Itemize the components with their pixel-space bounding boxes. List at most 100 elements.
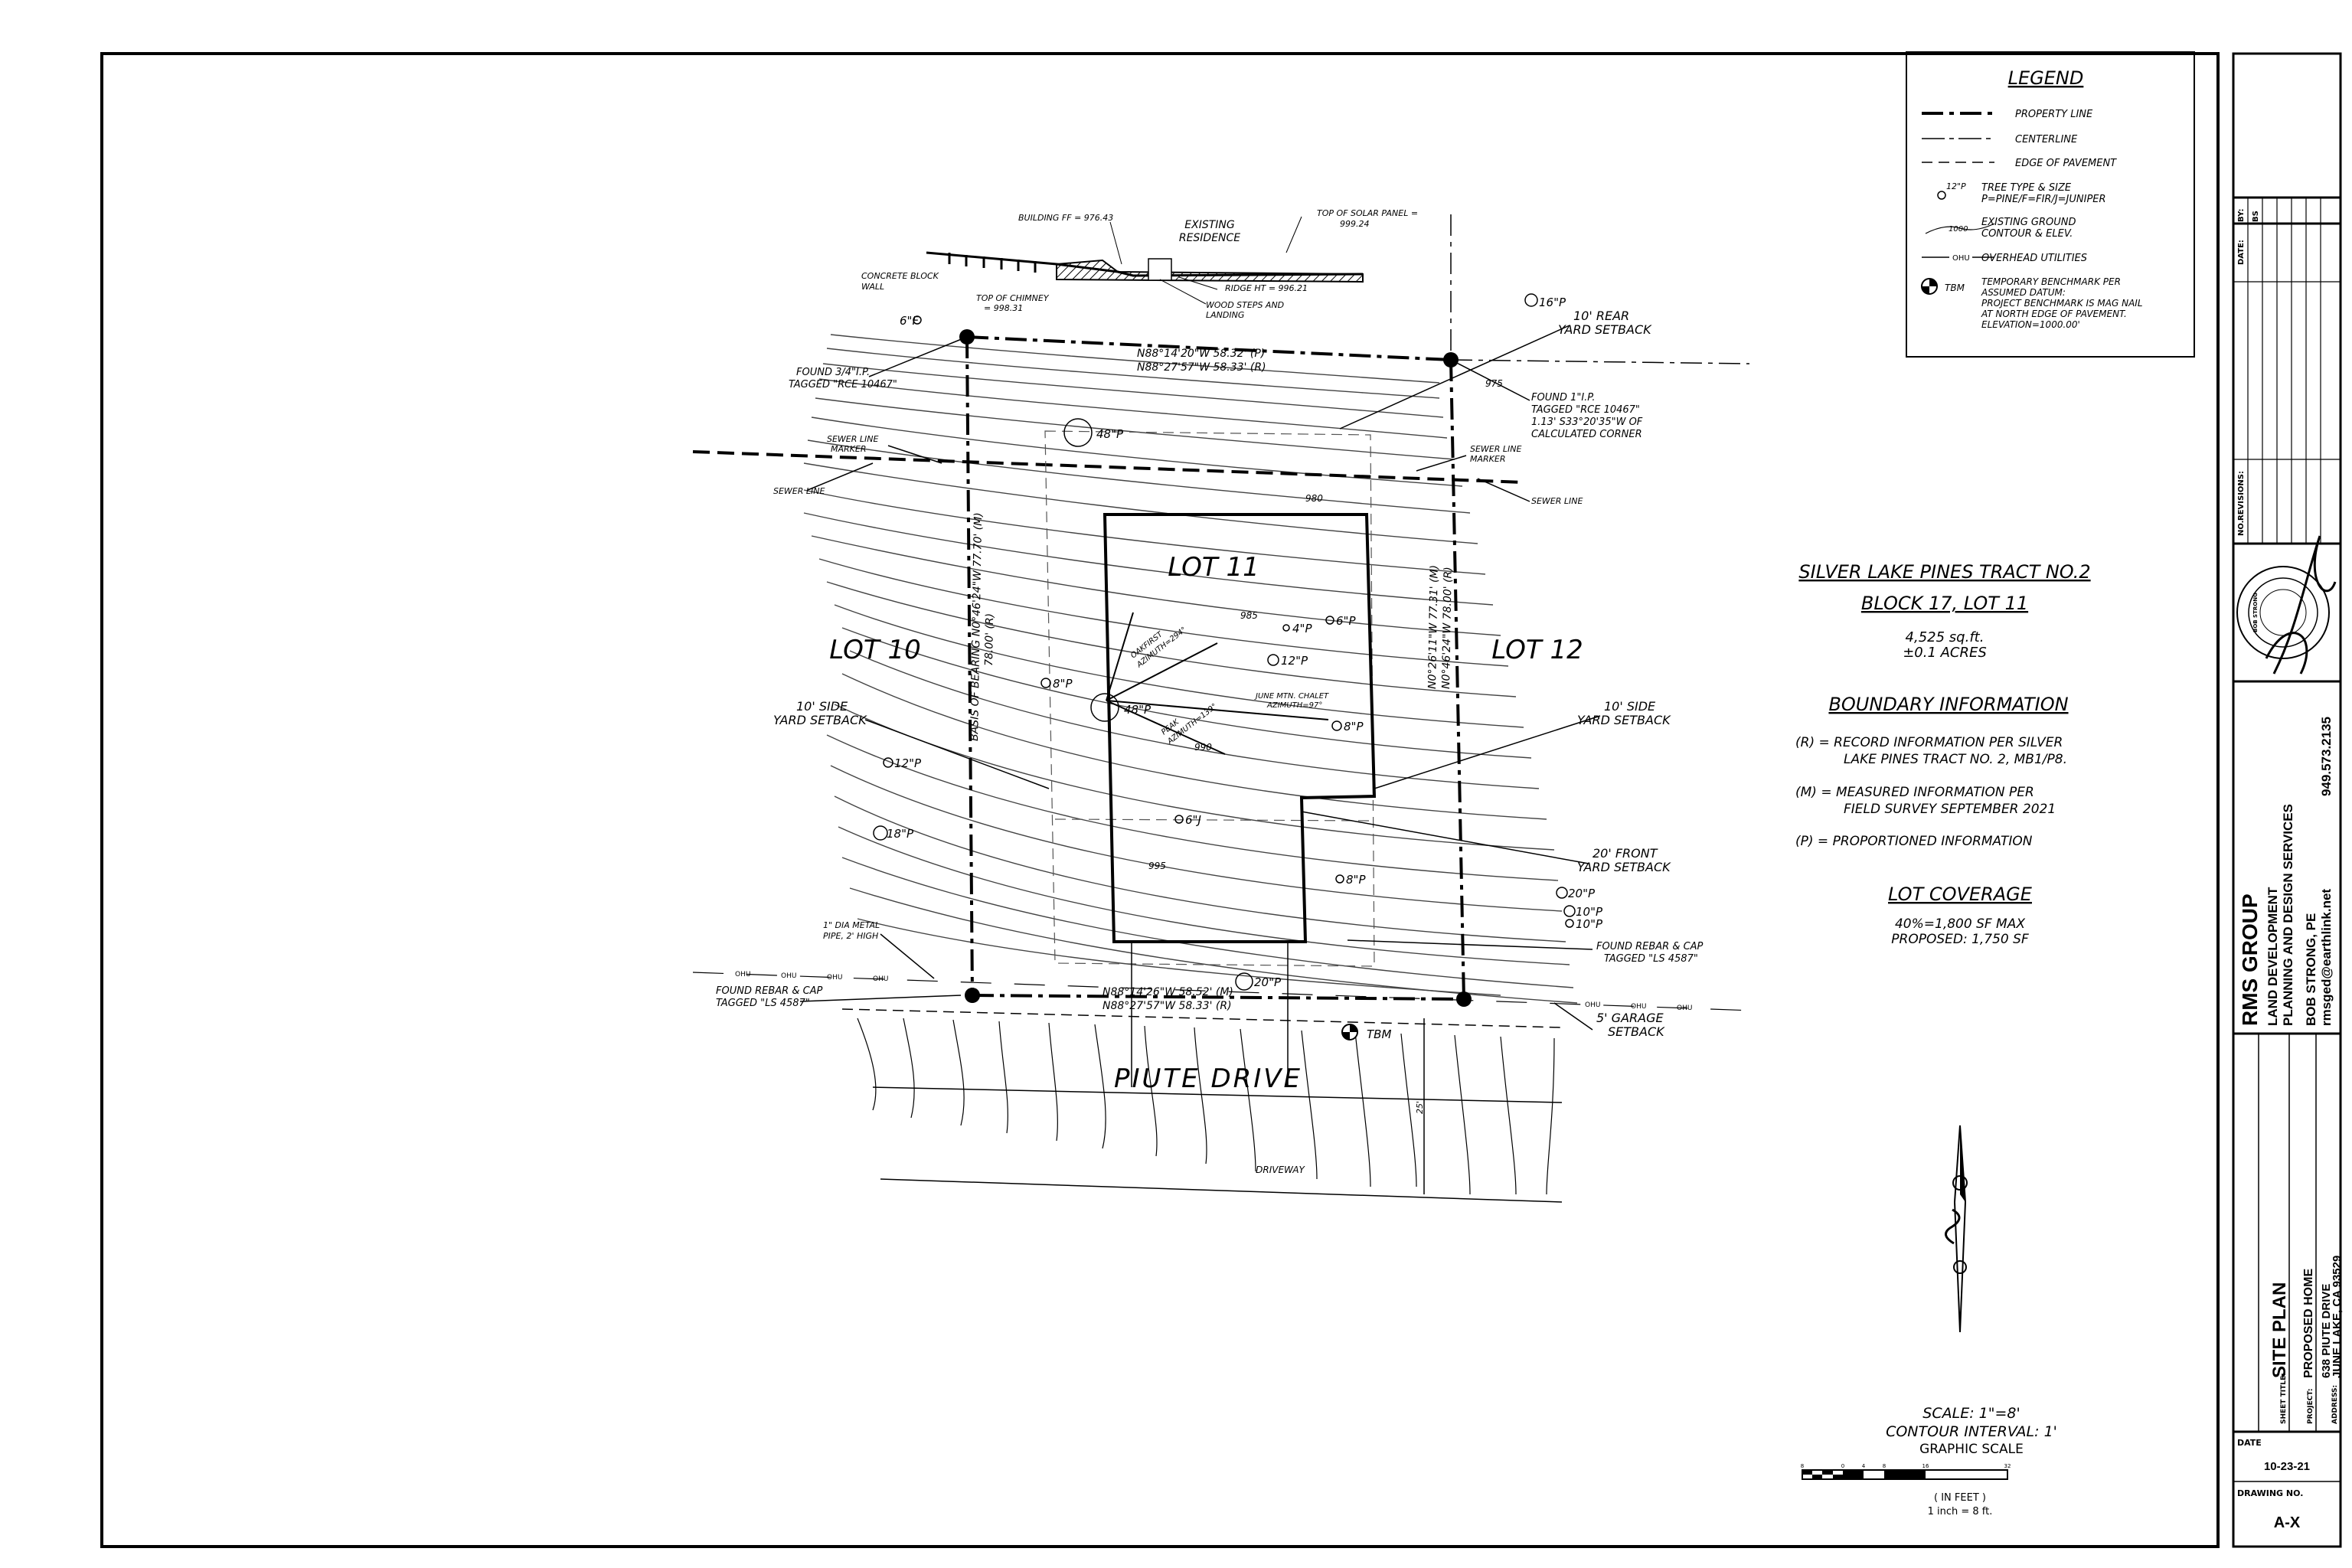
svg-text:EXISTING GROUND: EXISTING GROUND xyxy=(1981,217,2076,228)
driveway-label: DRIVEWAY xyxy=(1256,1165,1305,1175)
svg-text:OHU: OHU xyxy=(781,972,796,980)
svg-text:PIPE, 2' HIGH: PIPE, 2' HIGH xyxy=(823,931,878,941)
svg-text:TAGGED "RCE 10467": TAGGED "RCE 10467" xyxy=(789,379,897,390)
svg-text:4,525 sq.ft.: 4,525 sq.ft. xyxy=(1906,629,1984,645)
svg-text:BOB STRONG, PE: BOB STRONG, PE xyxy=(2304,913,2318,1026)
svg-text:TBM: TBM xyxy=(1945,283,1965,293)
svg-text:TAGGED "LS 4587": TAGGED "LS 4587" xyxy=(1604,953,1698,965)
callout-labels: FOUND 3/4"I.P. TAGGED "RCE 10467" FOUND … xyxy=(716,309,1704,1039)
svg-text:AT NORTH EDGE OF PAVEMENT.: AT NORTH EDGE OF PAVEMENT. xyxy=(1981,309,2127,319)
svg-text:rmsged@earthlink.net: rmsged@earthlink.net xyxy=(2319,889,2334,1026)
svg-text:BASIS OF BEARING N0°46'24"W 7: BASIS OF BEARING N0°46'24"W 77.70' (M) xyxy=(969,512,985,741)
lot-information: SILVER LAKE PINES TRACT NO.2 BLOCK 17, L… xyxy=(1795,561,2091,947)
svg-text:CONCRETE BLOCK: CONCRETE BLOCK xyxy=(861,271,939,281)
svg-text:PLANNING AND DESIGN SERVICES: PLANNING AND DESIGN SERVICES xyxy=(2281,804,2295,1026)
block-lot: BLOCK 17, LOT 11 xyxy=(1861,593,2028,614)
svg-text:TEMPORARY BENCHMARK PER: TEMPORARY BENCHMARK PER xyxy=(1981,276,2121,287)
svg-text:FOUND REBAR & CAP: FOUND REBAR & CAP xyxy=(716,985,823,997)
svg-text:ASSUMED DATUM:: ASSUMED DATUM: xyxy=(1981,287,2066,298)
svg-text:SEWER LINE: SEWER LINE xyxy=(1531,496,1583,506)
svg-text:PROJECT BENCHMARK IS MAG NAIL: PROJECT BENCHMARK IS MAG NAIL xyxy=(1981,298,2143,309)
north-arrow-icon xyxy=(1945,1125,1968,1333)
svg-text:N88°14'26"W 58.52' (M): N88°14'26"W 58.52' (M) xyxy=(1102,986,1233,998)
svg-text:20"P: 20"P xyxy=(1254,975,1282,989)
lot-labels: LOT 11 LOT 10 LOT 12 xyxy=(829,552,1583,665)
svg-text:MARKER: MARKER xyxy=(831,444,866,454)
svg-text:±0.1 ACRES: ±0.1 ACRES xyxy=(1903,645,1987,661)
company-name: RMS GROUP xyxy=(2238,893,2262,1026)
svg-text:10' SIDE: 10' SIDE xyxy=(1604,699,1656,714)
tbm-benchmark-icon xyxy=(1341,1024,1358,1040)
street-name: PIUTE DRIVE xyxy=(1114,1063,1302,1094)
svg-text:OHU: OHU xyxy=(827,974,842,982)
svg-text:FOUND 3/4"I.P.: FOUND 3/4"I.P. xyxy=(796,367,870,378)
svg-text:YARD SETBACK: YARD SETBACK xyxy=(773,713,867,727)
contour-elevations: 975 980 985 990 995 xyxy=(1148,378,1503,871)
svg-text:TAGGED "LS 4587": TAGGED "LS 4587" xyxy=(716,998,810,1009)
svg-text:RIDGE HT = 996.21: RIDGE HT = 996.21 xyxy=(1225,283,1308,293)
svg-text:FIELD SURVEY SEPTEMBER 2021: FIELD SURVEY SEPTEMBER 2021 xyxy=(1844,802,2056,817)
tree-labels: 6"F 16"P 48"P 4"P 6"P 12"P 8"P 48"P 8"P … xyxy=(887,296,1603,989)
svg-text:OVERHEAD UTILITIES: OVERHEAD UTILITIES xyxy=(1981,253,2087,264)
svg-text:48"P: 48"P xyxy=(1124,703,1152,717)
piute-drive-street xyxy=(841,1008,1563,1203)
lot-12-label: LOT 12 xyxy=(1491,635,1583,665)
svg-text:OHU: OHU xyxy=(1585,1001,1600,1009)
svg-text:638 PIUTE DRIVE: 638 PIUTE DRIVE xyxy=(2320,1284,2333,1378)
svg-text:25': 25' xyxy=(1415,1101,1425,1114)
legend-box: LEGEND PROPERTY LINE CENTERLINE EDGE OF … xyxy=(1906,51,2195,358)
svg-text:CONTOUR & ELEV.: CONTOUR & ELEV. xyxy=(1981,228,2073,240)
svg-text:12"P: 12"P xyxy=(894,756,922,770)
svg-text:48"P: 48"P xyxy=(1096,427,1124,441)
svg-text:EXISTING: EXISTING xyxy=(1184,219,1235,231)
svg-text:10"P: 10"P xyxy=(1576,917,1603,931)
svg-text:8: 8 xyxy=(1801,1463,1804,1469)
svg-text:GRAPHIC SCALE: GRAPHIC SCALE xyxy=(1919,1442,2024,1457)
svg-text:BUILDING FF = 976.43: BUILDING FF = 976.43 xyxy=(1018,213,1113,223)
svg-text:OHU: OHU xyxy=(1952,254,1970,263)
driveway xyxy=(1131,942,1425,1194)
existing-residence xyxy=(926,251,1364,283)
svg-text:1.13' S33°20'35"W OF: 1.13' S33°20'35"W OF xyxy=(1531,416,1643,428)
svg-text:20"P: 20"P xyxy=(1568,887,1596,900)
svg-text:DRAWING NO.: DRAWING NO. xyxy=(2237,1488,2303,1498)
svg-text:1" DIA METAL: 1" DIA METAL xyxy=(823,920,880,930)
svg-text:20' FRONT: 20' FRONT xyxy=(1592,846,1658,861)
svg-text:985: 985 xyxy=(1240,610,1258,621)
svg-text:LAKE PINES TRACT NO. 2, MB1/P8: LAKE PINES TRACT NO. 2, MB1/P8. xyxy=(1844,752,2067,767)
svg-text:ADDRESS:: ADDRESS: xyxy=(2331,1385,2339,1424)
property-corner-monuments xyxy=(959,329,1472,1007)
svg-text:12"P: 12"P xyxy=(1281,654,1308,668)
svg-text:N0°26'11"W 77.31' (M): N0°26'11"W 77.31' (M) xyxy=(1426,565,1441,689)
svg-text:P=PINE/F=FIR/J=JUNIPER: P=PINE/F=FIR/J=JUNIPER xyxy=(1981,194,2106,205)
svg-text:BY:: BY: xyxy=(2237,209,2246,222)
svg-text:SEWER LINE: SEWER LINE xyxy=(1470,444,1522,454)
setback-lines xyxy=(1044,430,1375,967)
svg-text:999.24: 999.24 xyxy=(1340,219,1370,229)
svg-text:( IN FEET ): ( IN FEET ) xyxy=(1934,1492,1986,1504)
svg-text:N88°27'57"W 58.33' (R): N88°27'57"W 58.33' (R) xyxy=(1137,361,1266,374)
benchmark-icon xyxy=(1921,278,1938,295)
svg-text:PROPOSED: 1,750 SF: PROPOSED: 1,750 SF xyxy=(1891,932,2029,947)
svg-text:975: 975 xyxy=(1485,378,1503,389)
svg-text:4: 4 xyxy=(1862,1463,1866,1469)
svg-text:OHU: OHU xyxy=(873,975,888,983)
svg-text:10' REAR: 10' REAR xyxy=(1573,309,1629,323)
svg-text:PROPOSED HOME: PROPOSED HOME xyxy=(2302,1269,2315,1378)
svg-text:(P) = PROPORTIONED INFORMATION: (P) = PROPORTIONED INFORMATION xyxy=(1795,834,2033,849)
svg-text:4"P: 4"P xyxy=(1292,622,1312,635)
svg-text:ELEVATION=1000.00': ELEVATION=1000.00' xyxy=(1981,319,2080,330)
svg-text:SCALE: 1"=8': SCALE: 1"=8' xyxy=(1922,1405,2020,1422)
svg-text:10' SIDE: 10' SIDE xyxy=(796,699,848,714)
svg-text:(M) = MEASURED INFORMATION PER: (M) = MEASURED INFORMATION PER xyxy=(1795,785,2034,800)
proposed-home-footprint xyxy=(1102,513,1377,943)
svg-text:1 inch = 8 ft.: 1 inch = 8 ft. xyxy=(1928,1506,1993,1517)
svg-text:N88°27'57"W 58.33' (R): N88°27'57"W 58.33' (R) xyxy=(1102,1000,1232,1012)
svg-text:SHEET TITLE:: SHEET TITLE: xyxy=(2280,1373,2288,1424)
sheet-title: SITE PLAN xyxy=(2269,1282,2290,1378)
date-value: 10-23-21 xyxy=(2264,1460,2310,1473)
svg-text:LANDING: LANDING xyxy=(1206,310,1244,320)
svg-text:10"P: 10"P xyxy=(1576,905,1603,919)
leader-lines xyxy=(799,325,1601,1031)
drawing-border xyxy=(100,52,2220,1548)
